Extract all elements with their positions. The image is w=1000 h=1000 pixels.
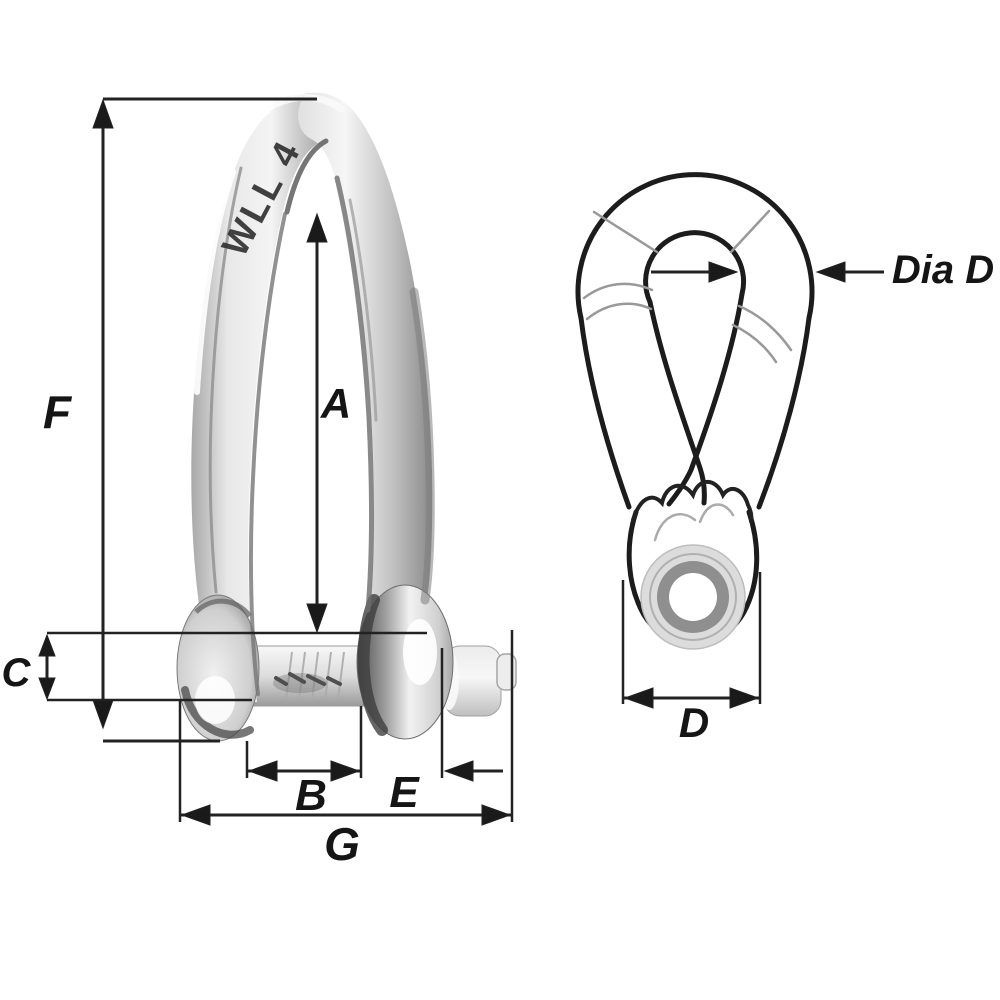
shading-stroke [284, 138, 329, 215]
dim-label-c: C [2, 651, 32, 695]
inner-left-leg [647, 299, 707, 506]
bend-mark-left-2 [585, 302, 653, 321]
d-arrow-right [729, 687, 759, 709]
e-arrow-left [444, 760, 474, 782]
dimension-labels: F A C B E G D Dia D [2, 248, 995, 870]
a-arrow-down [306, 603, 328, 633]
tangent-line-left [592, 210, 659, 254]
pin-head-center [669, 573, 717, 621]
outer-right-leg [756, 315, 812, 510]
pin-engraving-marks [274, 672, 342, 686]
bend-mark-right-1 [737, 304, 793, 352]
dim-label-f: F [43, 386, 73, 438]
twist-crown-detail-1 [653, 513, 697, 542]
shading-stroke [409, 287, 435, 605]
pin-thread-lines [285, 651, 345, 701]
front-view-dimensions [621, 261, 884, 709]
dim-label-b: B [295, 771, 327, 820]
inner-right-leg [666, 291, 745, 507]
g-arrow-left [181, 804, 211, 826]
shading-stroke [208, 166, 243, 594]
dim-label-dia-d: Dia D [892, 248, 994, 292]
a-arrow-up [306, 213, 328, 243]
dim-label-e: E [389, 768, 420, 817]
twist-crown-outline [631, 479, 754, 523]
bend-mark-right-2 [731, 323, 778, 364]
front-view-drawing [575, 172, 815, 650]
bow-right-limb [298, 92, 433, 617]
dia-outer-arrow [816, 261, 846, 283]
d-arrow-left [624, 687, 654, 709]
shading-stroke [348, 198, 378, 422]
f-arrow-up [92, 99, 114, 129]
dia-inner-arrow [708, 261, 738, 283]
outer-left-leg [578, 315, 632, 510]
outer-loop-arc [575, 172, 815, 321]
side-view-shackle-photo: WLL 4 [176, 92, 517, 742]
shading-stroke [334, 175, 375, 613]
right-foot-highlight [403, 619, 437, 685]
bow-left-limb [191, 92, 338, 702]
b-arrow-right [330, 760, 360, 782]
side-view-dimensions [38, 97, 514, 826]
shading-stroke [194, 169, 236, 395]
tangent-line-right [729, 209, 771, 254]
f-arrow-down [92, 699, 114, 729]
dim-label-g: G [324, 818, 360, 870]
inner-eye-arc [643, 230, 747, 305]
c-arrow-up [38, 634, 56, 657]
right-foot-shadow [357, 594, 388, 736]
bend-mark-left-1 [582, 282, 654, 300]
dim-label-d: D [679, 699, 709, 746]
pin-washer-ring [649, 553, 737, 641]
g-arrow-right [481, 804, 511, 826]
c-arrow-down [38, 677, 56, 700]
dim-label-a: A [320, 380, 351, 427]
left-foot-top-edge [194, 598, 252, 618]
twist-crown-detail-2 [698, 503, 735, 524]
b-arrow-left [248, 760, 278, 782]
